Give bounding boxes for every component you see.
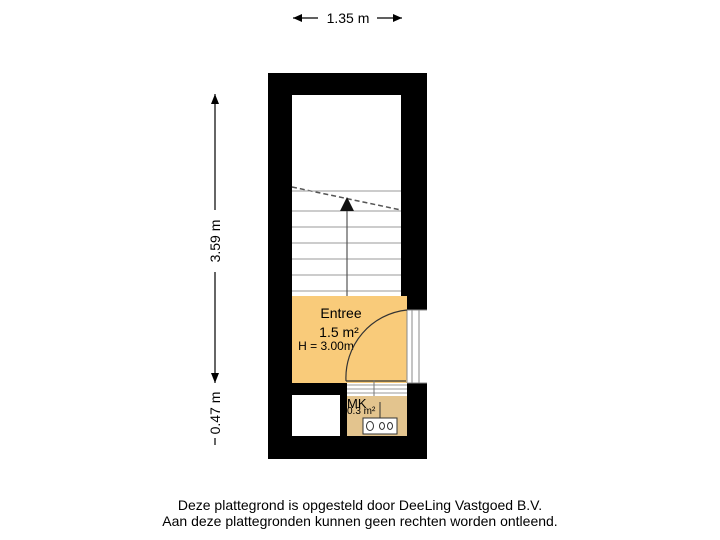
room-mk-name: MK bbox=[347, 396, 367, 411]
width-dimension: 1.35 m bbox=[293, 10, 402, 26]
height-dimension: 3.59 m 0.47 m bbox=[207, 94, 223, 445]
staircase bbox=[291, 186, 402, 296]
meter-icon bbox=[387, 422, 393, 430]
room-mk-area: 0.3 m² bbox=[347, 406, 376, 417]
entrance-door bbox=[345, 309, 427, 384]
footer-disclaimer-line-1: Deze plattegrond is opgesteld door DeeLi… bbox=[177, 497, 543, 513]
height-upper-label: 3.59 m bbox=[207, 220, 223, 263]
room-entree-height: H = 3.00m bbox=[298, 339, 354, 353]
room-entree: Entree 1.5 m² H = 3.00m bbox=[292, 296, 407, 383]
width-dimension-label: 1.35 m bbox=[327, 10, 370, 26]
meter-icon bbox=[379, 422, 385, 430]
room-entree-area: 1.5 m² bbox=[319, 324, 359, 340]
height-lower-label: 0.47 m bbox=[207, 392, 223, 435]
room-mk: MK 0.3 m² bbox=[347, 396, 407, 436]
storage-space bbox=[292, 395, 340, 436]
room-entree-name: Entree bbox=[320, 305, 361, 321]
footer-disclaimer-line-2: Aan deze plattegronden kunnen geen recht… bbox=[162, 513, 558, 529]
mk-threshold bbox=[347, 380, 407, 396]
walls bbox=[268, 73, 427, 459]
stair-direction-arrow-icon bbox=[340, 197, 354, 211]
meter-icon bbox=[366, 421, 374, 431]
